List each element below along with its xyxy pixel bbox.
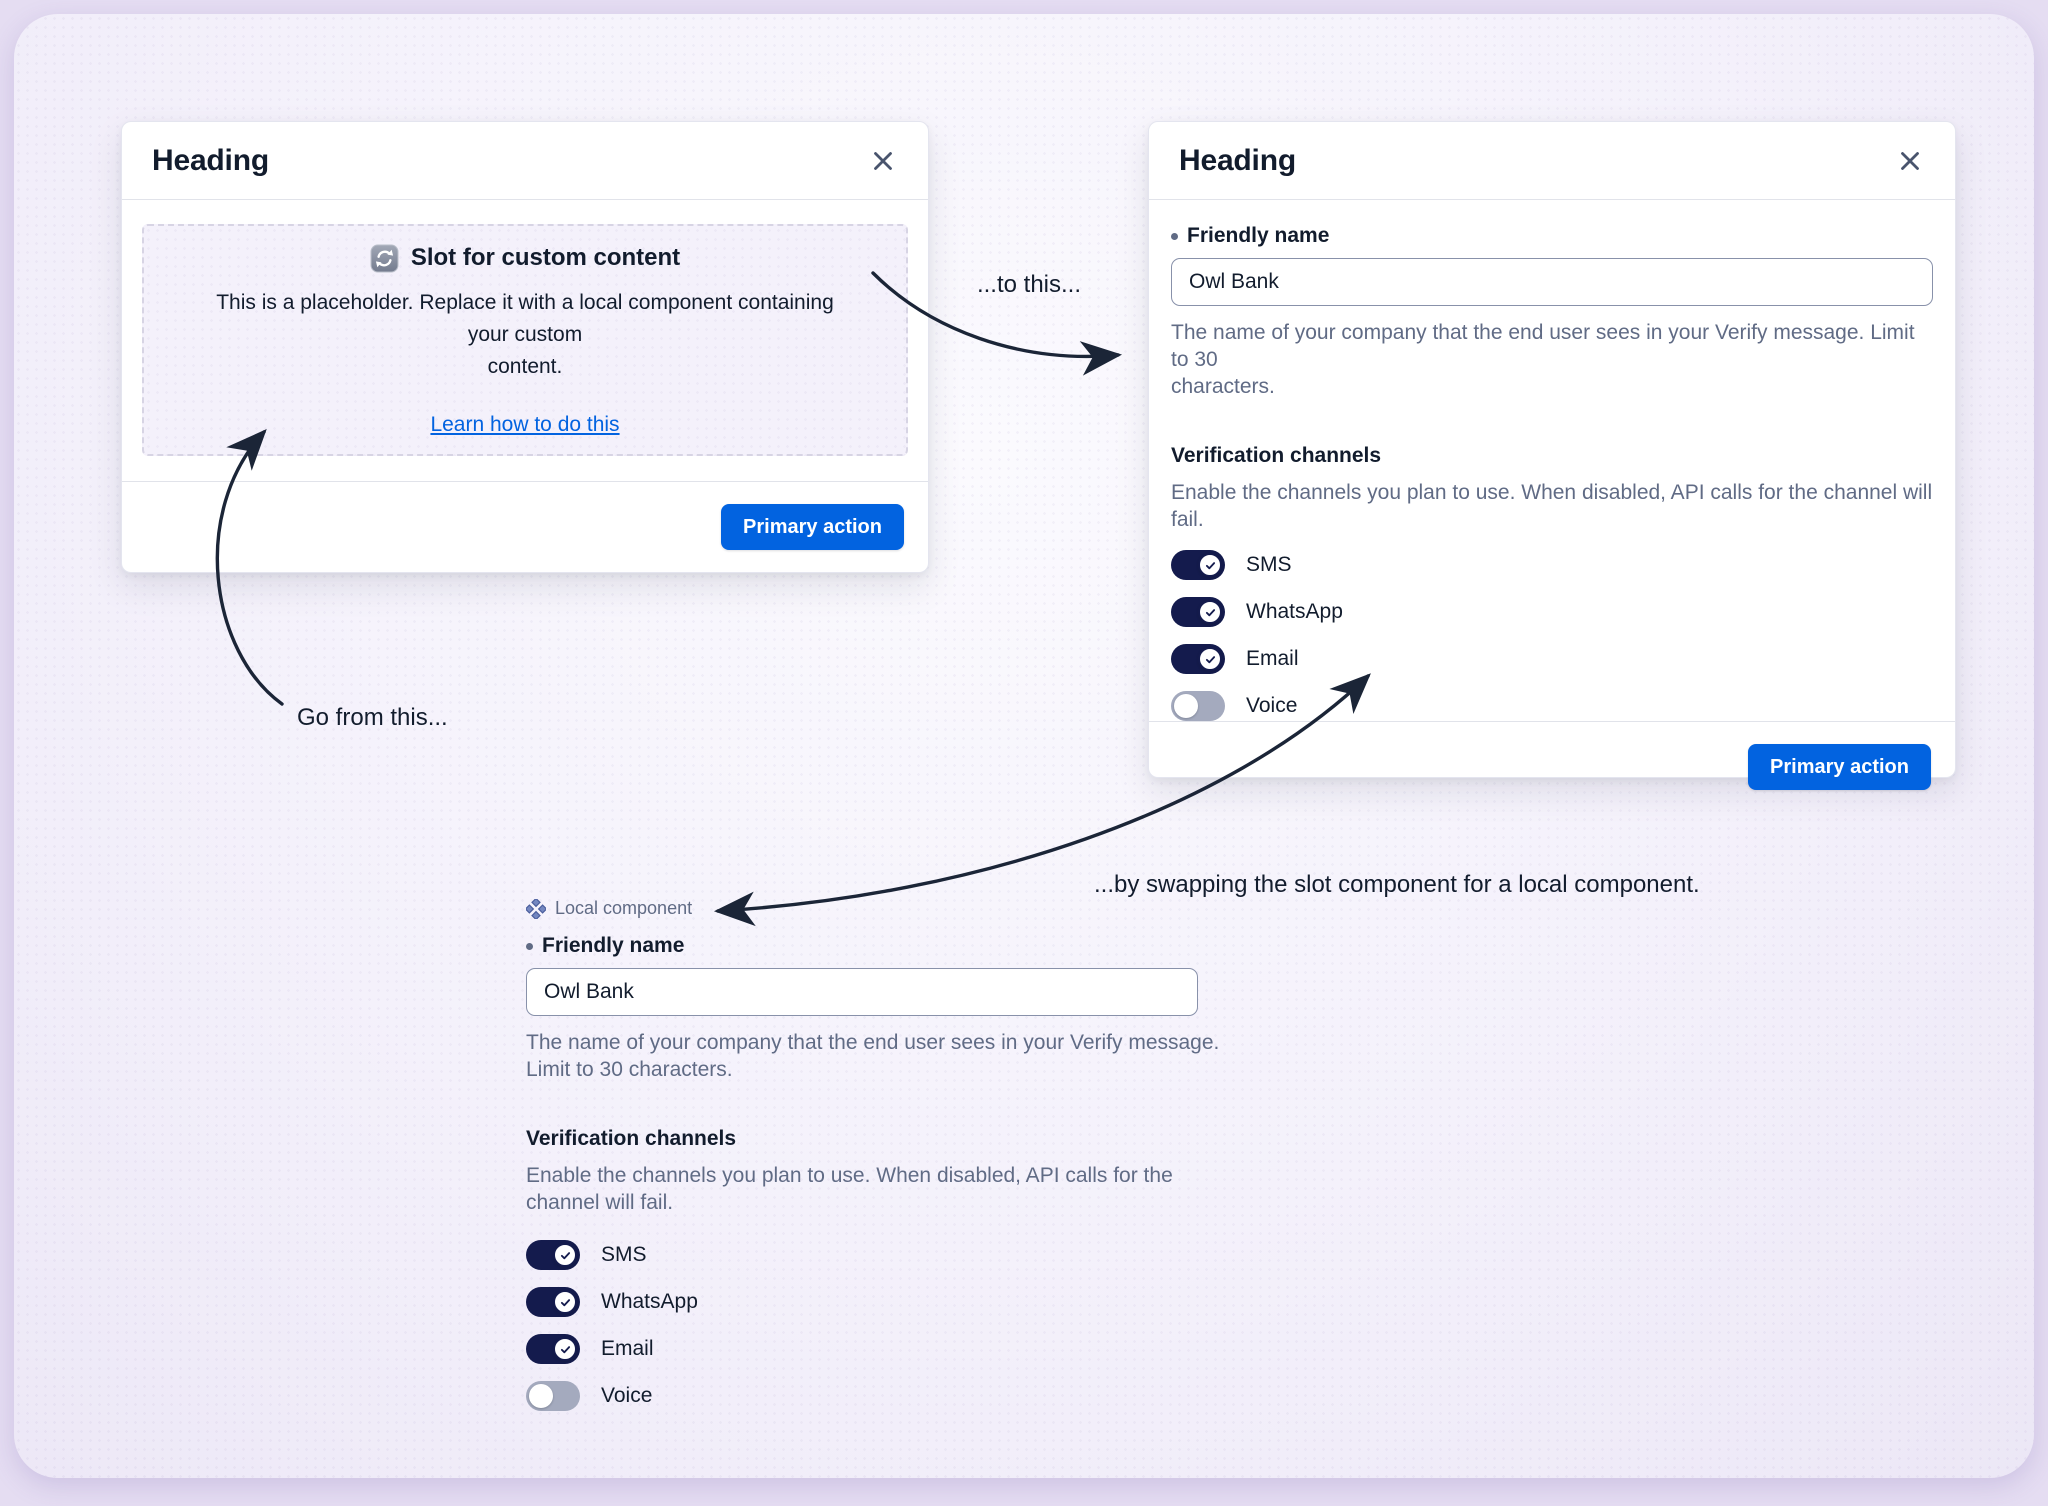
toggle-row-voice: Voice xyxy=(526,1381,1198,1411)
channel-toggle-list: SMS WhatsApp Email xyxy=(1171,550,1933,721)
local-component-form: Local component Friendly name The name o… xyxy=(526,898,1219,1411)
modal-body: Slot for custom content This is a placeh… xyxy=(122,200,928,481)
modal-footer: Primary action xyxy=(1149,721,1955,812)
toggle-row-voice: Voice xyxy=(1171,691,1933,721)
check-icon xyxy=(1205,655,1215,663)
toggle-row-email: Email xyxy=(526,1334,1198,1364)
channel-toggle-list: SMS WhatsApp Email Voice xyxy=(526,1240,1198,1411)
check-icon xyxy=(1205,561,1215,569)
friendly-name-input[interactable] xyxy=(1171,258,1933,306)
local-component-tag: Local component xyxy=(526,898,1198,919)
toggle-knob xyxy=(553,1337,577,1361)
learn-how-link[interactable]: Learn how to do this xyxy=(430,412,620,436)
friendly-name-label: Friendly name xyxy=(1171,224,1933,248)
primary-action-button[interactable]: Primary action xyxy=(1748,744,1931,790)
toggle-knob xyxy=(1198,553,1222,577)
toggle-knob xyxy=(1174,694,1198,718)
check-icon xyxy=(560,1298,570,1306)
modal-header: Heading xyxy=(122,122,928,200)
verification-channels-help: Enable the channels you plan to use. Whe… xyxy=(526,1164,1173,1214)
primary-action-button[interactable]: Primary action xyxy=(721,504,904,550)
close-button[interactable] xyxy=(1895,146,1925,176)
toggle-row-sms: SMS xyxy=(1171,550,1933,580)
toggle-knob xyxy=(529,1384,553,1408)
modal-title: Heading xyxy=(152,143,269,177)
sms-toggle[interactable] xyxy=(526,1240,580,1270)
modal-footer: Primary action xyxy=(122,481,928,572)
friendly-name-input[interactable] xyxy=(526,968,1198,1016)
modal-before: Heading xyxy=(121,121,929,573)
whatsapp-toggle[interactable] xyxy=(1171,597,1225,627)
toggle-knob xyxy=(553,1243,577,1267)
close-icon xyxy=(1901,151,1919,170)
email-toggle[interactable] xyxy=(526,1334,580,1364)
modal-body: Friendly name The name of your company t… xyxy=(1149,200,1955,721)
email-toggle[interactable] xyxy=(1171,644,1225,674)
check-icon xyxy=(560,1251,570,1259)
verification-channels-help: Enable the channels you plan to use. Whe… xyxy=(1171,481,1933,531)
check-icon xyxy=(1205,608,1215,616)
friendly-name-help: The name of your company that the end us… xyxy=(526,1031,1220,1081)
local-component-diamonds-icon xyxy=(526,898,546,919)
required-dot xyxy=(526,942,533,950)
friendly-name-label: Friendly name xyxy=(526,934,1198,958)
friendly-name-help: The name of your company that the end us… xyxy=(1171,321,1915,398)
local-component-tag-label: Local component xyxy=(555,898,693,918)
voice-toggle[interactable] xyxy=(526,1381,580,1411)
toggle-row-whatsapp: WhatsApp xyxy=(1171,597,1933,627)
verification-channels-label: Verification channels xyxy=(1171,444,1382,467)
toggle-knob xyxy=(553,1290,577,1314)
modal-title: Heading xyxy=(1179,143,1296,177)
whatsapp-toggle[interactable] xyxy=(526,1287,580,1317)
verification-channels-label: Verification channels xyxy=(526,1127,737,1150)
slot-description: This is a placeholder. Replace it with a… xyxy=(216,290,834,378)
toggle-knob xyxy=(1198,647,1222,671)
toggle-row-email: Email xyxy=(1171,644,1933,674)
close-button[interactable] xyxy=(868,146,898,176)
toggle-row-whatsapp: WhatsApp xyxy=(526,1287,1198,1317)
sms-toggle[interactable] xyxy=(1171,550,1225,580)
close-icon xyxy=(874,151,892,170)
annotation-by-swapping: ...by swapping the slot component for a … xyxy=(1094,871,1700,898)
voice-toggle[interactable] xyxy=(1171,691,1225,721)
check-icon xyxy=(560,1345,570,1353)
modal-after: Heading Friendly name The name of your c… xyxy=(1148,121,1956,790)
toggle-knob xyxy=(1198,600,1222,624)
required-dot xyxy=(1171,232,1178,240)
toggle-row-sms: SMS xyxy=(526,1240,1198,1270)
annotation-go-from-this: Go from this... xyxy=(297,704,448,731)
canvas-background: Heading xyxy=(14,14,2034,1478)
slot-placeholder-box: Slot for custom content This is a placeh… xyxy=(142,224,908,456)
slot-title: Slot for custom content xyxy=(410,244,681,271)
cycle-swap-icon xyxy=(370,244,399,272)
annotation-to-this: ...to this... xyxy=(976,271,1082,298)
modal-header: Heading xyxy=(1149,122,1955,200)
